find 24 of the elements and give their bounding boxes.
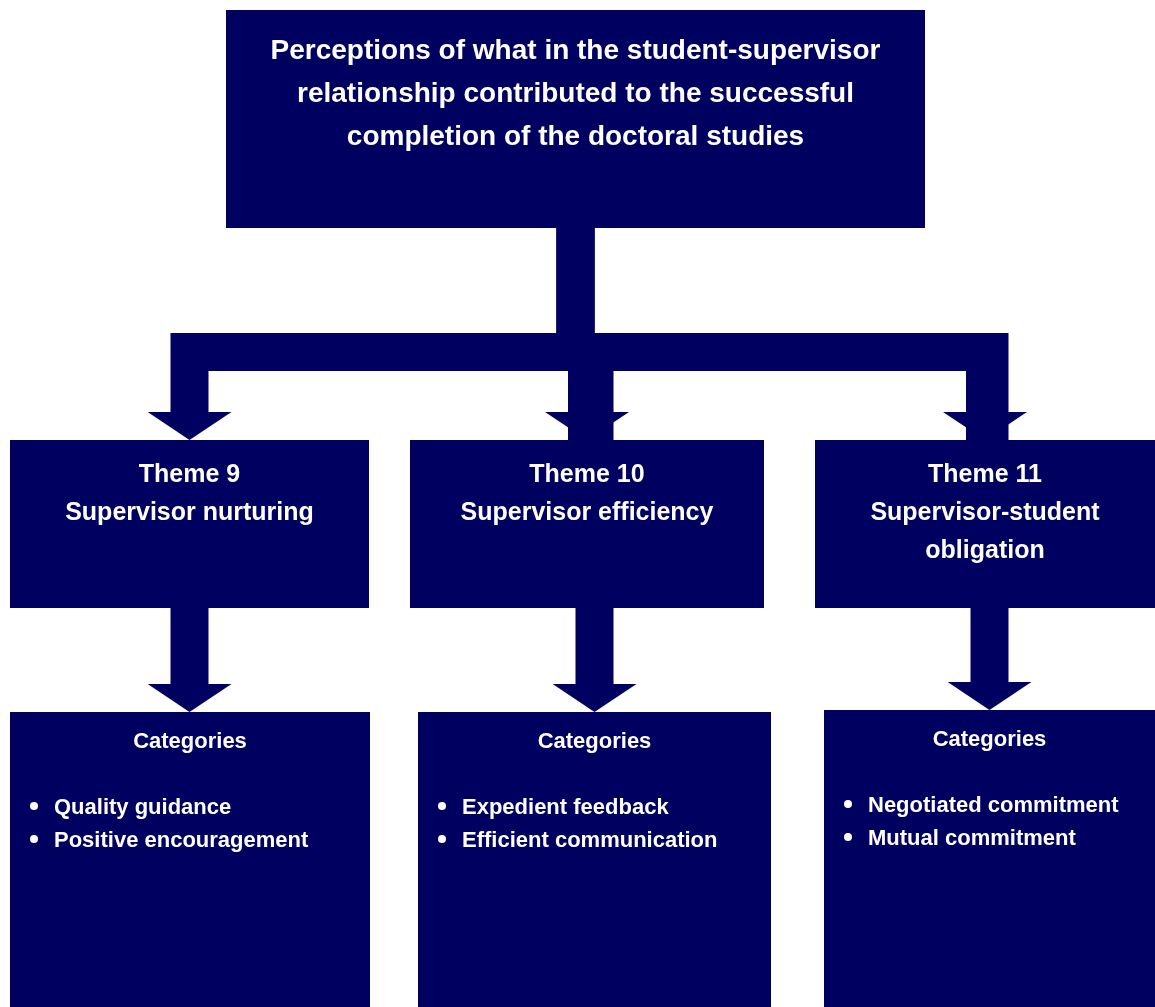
theme-number: Theme 9 [137,458,242,489]
theme-box [10,440,369,608]
bullet-item: Mutual commitment [830,821,1149,854]
category-box [824,710,1155,1007]
theme-name: Supervisor-student obligation [869,496,1101,565]
bullet-item: Negotiated commitment [830,788,1149,821]
category-box [418,712,771,1007]
block-arrow [147,608,232,712]
theme-number: Theme 11 [927,458,1043,489]
category-heading: Categories [132,727,248,755]
theme-name: Supervisor nurturing [64,496,315,527]
theme-number: Theme 10 [528,458,646,489]
bullet-item: Expedient feedback [424,790,765,823]
category-heading: Categories [931,725,1048,753]
bullet-item: Positive encouragement [16,823,364,856]
title-box [226,10,925,228]
bullet-item: Efficient communication [424,823,765,856]
theme-name: Supervisor efficiency [459,496,715,527]
category-heading: Categories [536,727,653,755]
category-box [10,712,370,1007]
theme-box [815,440,1155,608]
box-heading: Perceptions of what in the student-supervisor relationship contributed to the successful completion of the doctoral studies [269,33,882,153]
bullet-item: Quality guidance [16,790,364,823]
theme-box [410,440,764,608]
